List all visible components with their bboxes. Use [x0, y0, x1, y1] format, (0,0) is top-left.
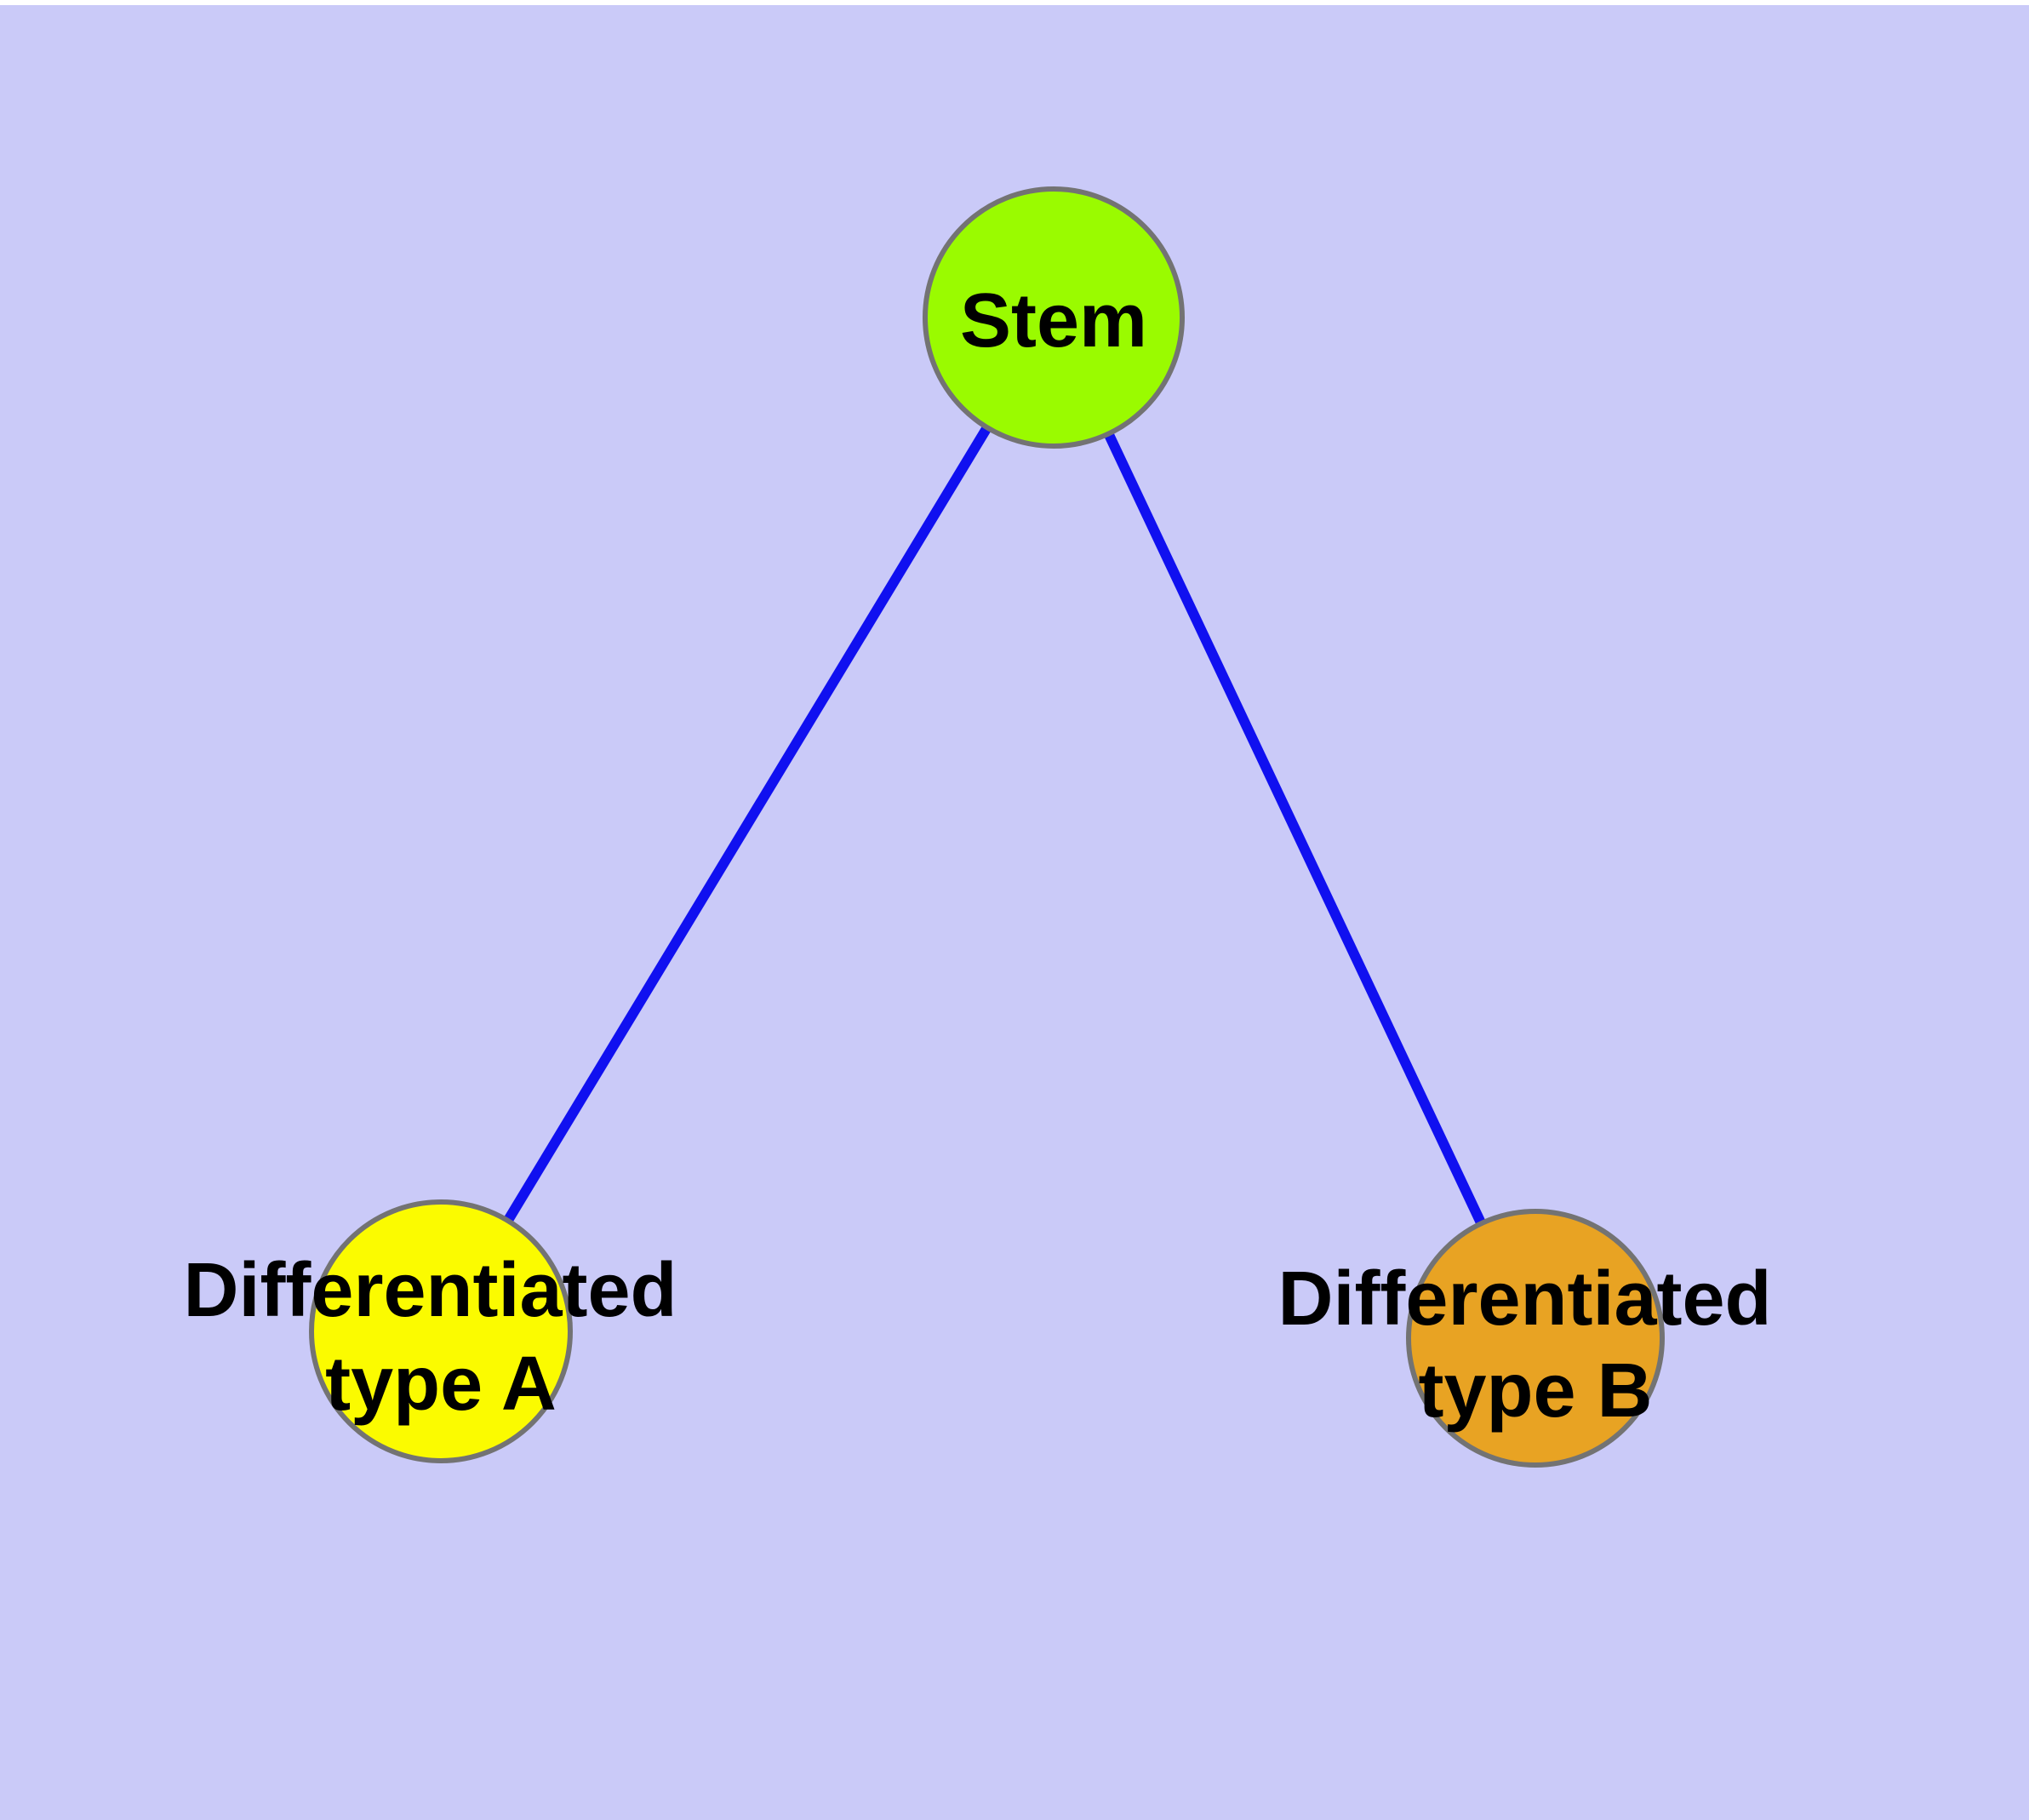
node-stem-label: Stem [960, 278, 1147, 363]
node-type-a-circle [309, 1199, 573, 1463]
node-type-b-circle [1406, 1209, 1665, 1468]
edge-stem-to-type-b [1049, 315, 1540, 1341]
node-type-b-label-line2: type B [1418, 1348, 1652, 1434]
node-type-b-label-line1: Differentiated [1277, 1256, 1771, 1342]
edge-stem-to-type-a [436, 314, 1059, 1335]
node-type-a-label-line1: Differentiated [183, 1248, 677, 1333]
node-type-a-label-line2: type A [325, 1342, 557, 1427]
top-strip [0, 0, 2029, 5]
edge-group [436, 314, 1540, 1341]
node-type-a-label: Differentiated type A [183, 1248, 698, 1427]
node-group [309, 186, 1665, 1468]
node-stem-circle [923, 186, 1185, 449]
node-type-b-label: Differentiated type B [1277, 1256, 1792, 1434]
